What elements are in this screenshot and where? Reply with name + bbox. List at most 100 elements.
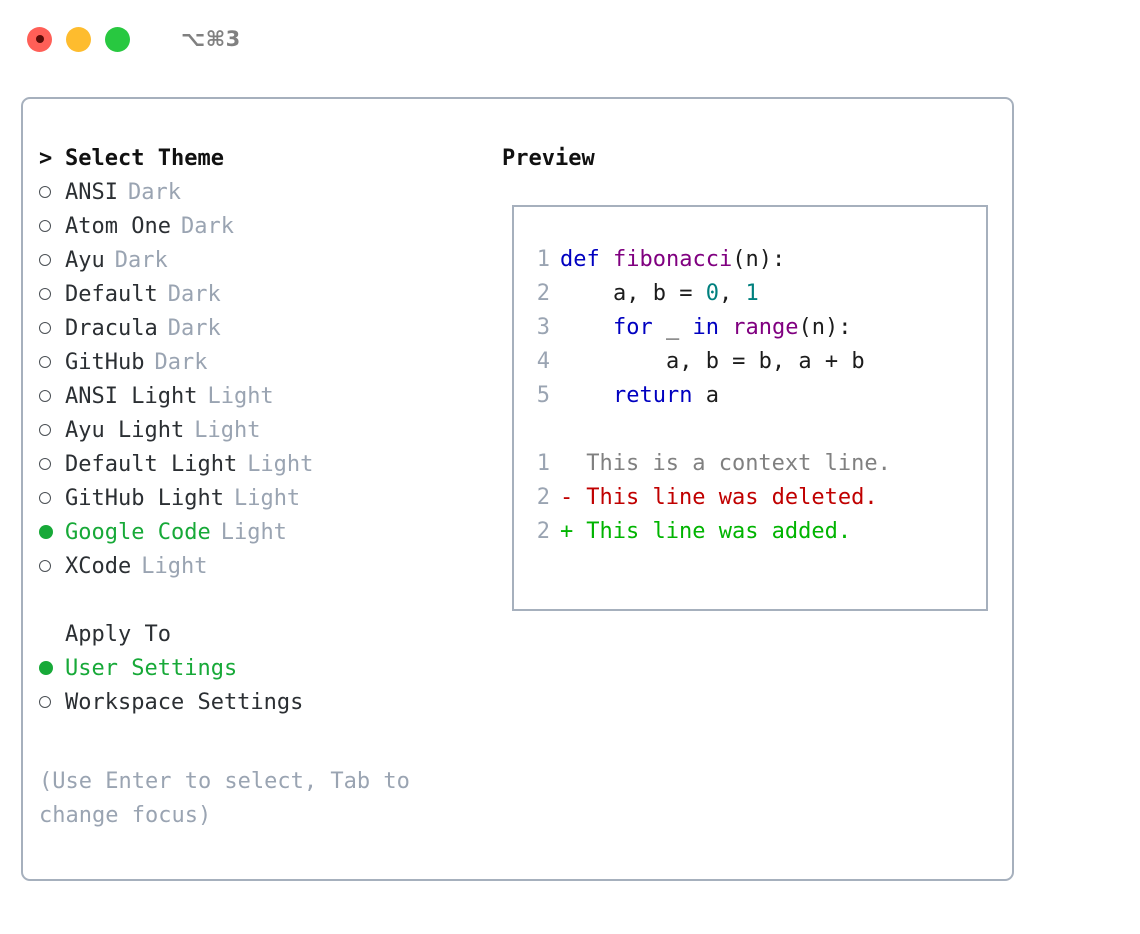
line-number: 2: [536, 281, 550, 306]
diff-sign: +: [560, 519, 574, 544]
select-theme-header-label: Select Theme: [65, 146, 224, 171]
traffic-light-group: [27, 26, 130, 52]
line-number: 1: [536, 247, 550, 272]
theme-option-dracula-dark[interactable]: Dracula Dark: [39, 312, 479, 346]
theme-option-variant: Dark: [127, 180, 181, 205]
line-number: 4: [536, 349, 550, 374]
diff-sign: [560, 447, 573, 481]
theme-option-github-light[interactable]: GitHub Light Light: [39, 482, 479, 516]
theme-option-label: Dracula: [65, 316, 158, 341]
caret-icon: >: [39, 146, 53, 171]
diff-text: This is a context line.: [586, 451, 891, 476]
select-theme-header: > Select Theme: [39, 142, 479, 176]
preview-code-content: 1 def fibonacci(n): 2 a, b = 0, 1 3 for …: [514, 207, 986, 549]
code-line: 5 return a: [524, 379, 986, 413]
radio-unselected-icon[interactable]: [39, 244, 65, 278]
close-button[interactable]: [27, 26, 52, 52]
theme-option-label: Atom One: [65, 214, 171, 239]
theme-option-variant: Light: [207, 384, 274, 409]
theme-option-variant: Light: [247, 452, 314, 477]
diff-line-context: 1 This is a context line.: [524, 447, 986, 481]
minimize-button[interactable]: [66, 26, 91, 52]
theme-option-label: Ayu: [65, 248, 105, 273]
apply-to-header-label: Apply To: [65, 622, 171, 647]
keyboard-hint-text: (Use Enter to select, Tab to change focu…: [39, 769, 410, 828]
main-panel: > Select Theme ANSI Dark Atom One Dark A…: [21, 97, 1014, 881]
theme-option-variant: Dark: [167, 316, 221, 341]
theme-option-label: Default Light: [65, 452, 238, 477]
maximize-button[interactable]: [105, 26, 130, 52]
radio-unselected-icon[interactable]: [39, 312, 65, 346]
radio-unselected-icon[interactable]: [39, 380, 65, 414]
radio-selected-icon[interactable]: [39, 652, 65, 686]
code-text: a, b = b, a + b: [560, 349, 865, 374]
line-number: 2: [536, 519, 550, 544]
theme-option-variant: Light: [194, 418, 261, 443]
apply-to-option-label: Workspace Settings: [65, 690, 304, 715]
theme-option-label: Google Code: [65, 520, 211, 545]
diff-text: This line was deleted.: [586, 485, 878, 510]
apply-to-option-user-settings[interactable]: User Settings: [39, 652, 479, 686]
code-text: def fibonacci(n):: [560, 247, 786, 272]
diff-line-added: 2 + This line was added.: [524, 515, 986, 549]
radio-unselected-icon[interactable]: [39, 278, 65, 312]
radio-unselected-icon[interactable]: [39, 686, 65, 720]
theme-option-ayu-light[interactable]: Ayu Light Light: [39, 414, 479, 448]
theme-option-default-light[interactable]: Default Light Light: [39, 448, 479, 482]
theme-option-ansi-dark[interactable]: ANSI Dark: [39, 176, 479, 210]
line-number: 5: [536, 383, 550, 408]
radio-unselected-icon[interactable]: [39, 448, 65, 482]
theme-option-xcode-light[interactable]: XCode Light: [39, 550, 479, 584]
theme-option-variant: Dark: [114, 248, 168, 273]
theme-picker: > Select Theme ANSI Dark Atom One Dark A…: [39, 142, 479, 720]
preview-code-box: 1 def fibonacci(n): 2 a, b = 0, 1 3 for …: [512, 205, 988, 611]
theme-option-variant: Dark: [167, 282, 221, 307]
radio-unselected-icon[interactable]: [39, 414, 65, 448]
radio-unselected-icon[interactable]: [39, 346, 65, 380]
theme-option-default-dark[interactable]: Default Dark: [39, 278, 479, 312]
radio-unselected-icon[interactable]: [39, 550, 65, 584]
section-spacer: [39, 584, 479, 618]
theme-option-label: GitHub: [65, 350, 145, 375]
theme-option-ayu-dark[interactable]: Ayu Dark: [39, 244, 479, 278]
window-title: ⌥⌘3: [181, 27, 241, 51]
code-line: 3 for _ in range(n):: [524, 311, 986, 345]
theme-option-github-dark[interactable]: GitHub Dark: [39, 346, 479, 380]
code-text: for _ in range(n):: [612, 315, 852, 340]
preview-title: Preview: [502, 146, 595, 171]
code-line: 4 a, b = b, a + b: [524, 345, 986, 379]
code-text: a, b = 0, 1: [560, 281, 759, 306]
theme-option-label: GitHub Light: [65, 486, 224, 511]
preview-section: Preview: [502, 142, 992, 176]
diff-sign: -: [560, 485, 574, 510]
apply-to-option-label: User Settings: [65, 656, 238, 681]
theme-option-label: XCode: [65, 554, 132, 579]
theme-option-variant: Light: [233, 486, 301, 511]
diff-text: This line was added.: [586, 519, 852, 544]
theme-option-variant: Light: [220, 520, 287, 545]
theme-option-label: Ayu Light: [65, 418, 185, 443]
code-text: return a: [612, 383, 719, 408]
radio-selected-icon[interactable]: [39, 516, 65, 550]
line-number: 1: [536, 451, 550, 476]
apply-to-option-workspace-settings[interactable]: Workspace Settings: [39, 686, 479, 720]
line-number: 3: [536, 315, 550, 340]
theme-option-atom-one-dark[interactable]: Atom One Dark: [39, 210, 479, 244]
theme-option-variant: Dark: [154, 350, 208, 375]
theme-option-label: Default: [65, 282, 158, 307]
radio-unselected-icon[interactable]: [39, 210, 65, 244]
theme-option-variant: Dark: [180, 214, 234, 239]
theme-option-variant: Light: [141, 554, 208, 579]
title-bar: ⌥⌘3: [0, 0, 1140, 78]
radio-unselected-icon[interactable]: [39, 482, 65, 516]
code-line: 1 def fibonacci(n):: [524, 243, 986, 277]
apply-to-header: Apply To: [39, 618, 479, 652]
theme-option-label: ANSI Light: [65, 384, 198, 409]
code-blank-line: [524, 413, 986, 447]
theme-option-ansi-light[interactable]: ANSI Light Light: [39, 380, 479, 414]
radio-unselected-icon[interactable]: [39, 176, 65, 210]
theme-option-google-code-light[interactable]: Google Code Light: [39, 516, 479, 550]
code-line: 2 a, b = 0, 1: [524, 277, 986, 311]
diff-line-deleted: 2 - This line was deleted.: [524, 481, 986, 515]
